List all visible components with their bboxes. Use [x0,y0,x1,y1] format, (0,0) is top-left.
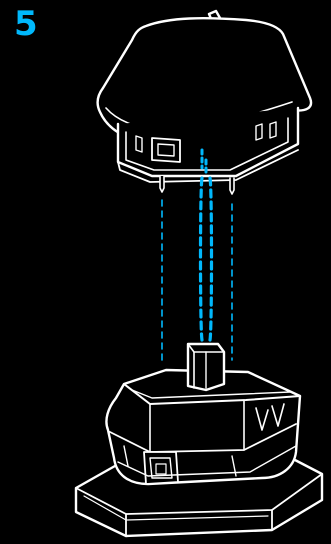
dashed-alignment-guide [161,148,233,361]
key-switch-icon [74,342,324,538]
stem-chain-guide [198,148,214,342]
step-number: 5 [14,4,38,44]
keycap-icon [96,9,313,195]
